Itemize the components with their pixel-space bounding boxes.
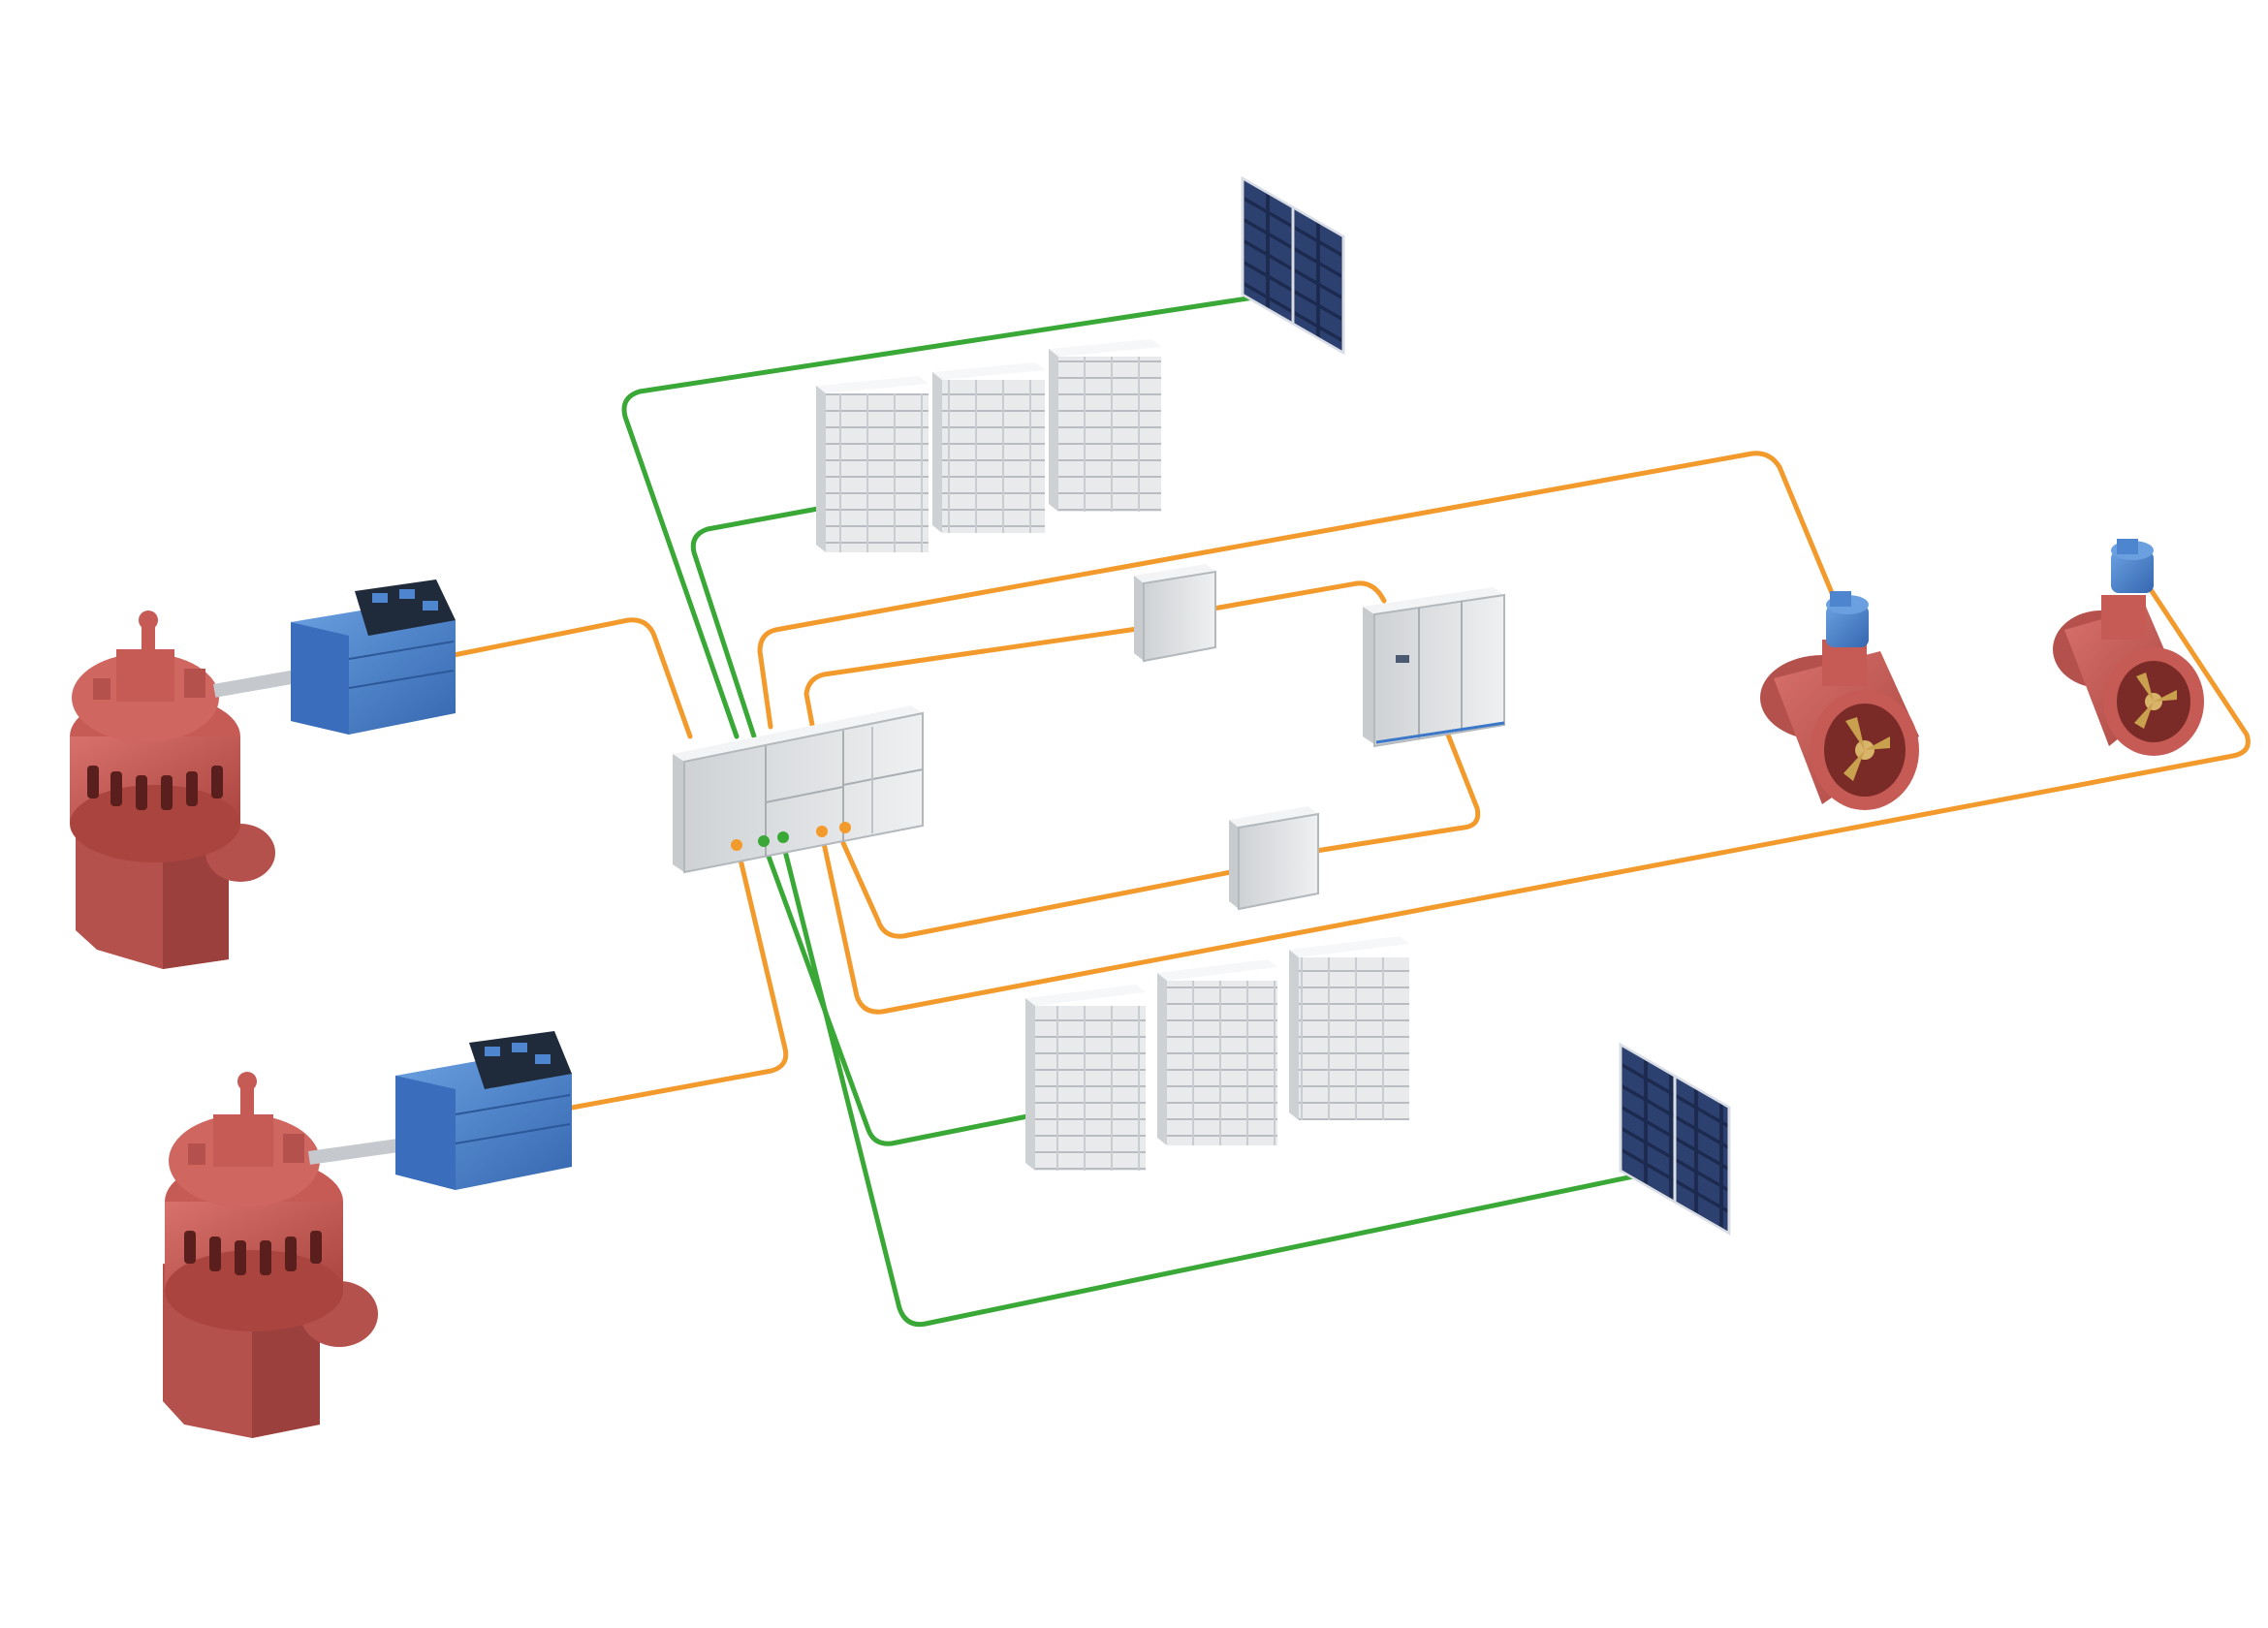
cable-network	[451, 294, 2251, 1328]
ac-cable-converter-2-cabinet	[1313, 722, 1481, 854]
solar-panel-2	[1619, 1042, 1731, 1237]
drive-shaft	[308, 1138, 403, 1165]
ac-cable-converter-1-cabinet	[1211, 580, 1387, 611]
battery-bank-1	[816, 339, 1161, 552]
solar-panel-1	[1241, 175, 1345, 356]
engine-housing	[165, 1072, 343, 1331]
dc-cable-solar-2	[780, 840, 1641, 1328]
battery-rack	[816, 376, 929, 552]
thruster-1	[1760, 591, 1919, 810]
battery-rack	[1157, 959, 1277, 1145]
battery-rack	[1289, 936, 1409, 1120]
generator-1	[291, 579, 456, 735]
converter-1	[1134, 564, 1216, 663]
thruster-motor	[1826, 591, 1869, 647]
main-switchboard	[673, 705, 924, 874]
dc-cable-solar-1	[621, 294, 1263, 739]
battery-rack	[932, 362, 1045, 533]
generator-2	[395, 1031, 572, 1190]
engine-1	[70, 579, 456, 969]
ac-cable-converter-2-switchboard	[840, 840, 1244, 939]
distribution-cabinet	[1363, 587, 1505, 748]
engine-2	[163, 1031, 572, 1438]
engine-housing	[70, 610, 240, 862]
battery-rack	[1049, 339, 1161, 512]
thruster-2	[2053, 539, 2204, 756]
battery-rack	[1025, 985, 1146, 1171]
drive-shaft	[213, 670, 297, 698]
thruster-motor	[2111, 539, 2154, 593]
thruster-tunnel	[1760, 640, 1919, 810]
thruster-tunnel	[2053, 595, 2204, 756]
ac-cable-engine-1	[451, 617, 693, 739]
converter-2	[1229, 806, 1319, 911]
battery-bank-2	[1025, 936, 1409, 1171]
dc-cable-battery-1	[690, 503, 836, 739]
ac-cable-converter-1-switchboard	[803, 625, 1147, 728]
ac-cable-thruster-1	[757, 451, 1844, 730]
dc-cable-battery-2	[761, 840, 1040, 1146]
ac-cable-thruster-2	[821, 588, 2251, 1015]
ac-cable-engine-2	[569, 840, 789, 1111]
